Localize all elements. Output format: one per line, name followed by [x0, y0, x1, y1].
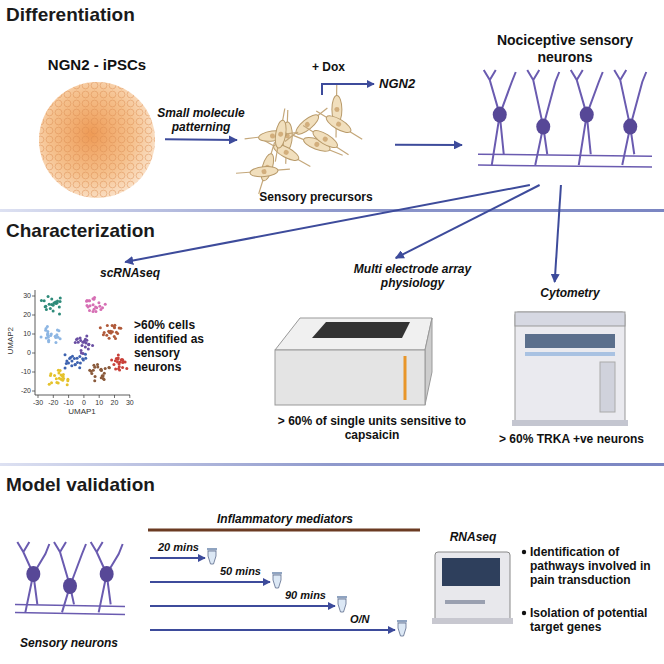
tick-label: -10: [16, 368, 31, 376]
caption-text: scRNAseq: [90, 266, 170, 280]
edge-label: Small molecule patterning: [157, 106, 245, 134]
time-label: 20 mins: [158, 541, 208, 554]
section-band: DifferentiationNGN2 - iPSCsSensory precu…: [0, 0, 664, 209]
time-label: O/N: [350, 613, 390, 626]
flow-arrow: [395, 144, 462, 146]
treatment-bar: [148, 529, 420, 532]
caption-text: >60% cells identified as sensory neurons: [134, 318, 228, 375]
caption-text: NGN2 - iPSCs: [32, 56, 162, 74]
flow-arrow: [125, 185, 530, 262]
section-heading: Differentiation: [6, 4, 306, 26]
axis-label: UMAP1: [57, 407, 107, 416]
time-label: 50 mins: [220, 565, 270, 578]
tick-label: 30: [16, 292, 31, 300]
induction-arrow: [322, 84, 374, 95]
sample-tubes: [207, 548, 407, 636]
section-divider: [0, 463, 664, 466]
neurons-drawing: [15, 542, 125, 614]
section-band: Characterization scRNAseq >60% cells ident…: [0, 212, 664, 463]
caption-text: Sensory neurons: [8, 636, 130, 650]
tick-label: 10: [16, 330, 31, 338]
neurons-drawing: [478, 70, 652, 167]
umap-plot: [32, 290, 130, 398]
mea-device: [275, 318, 432, 405]
tick-label: -20: [16, 387, 31, 395]
bullet-text: Identification of pathways involved in p…: [530, 545, 660, 587]
gene-label: NGN2: [379, 76, 429, 91]
treatment-label: Inflammatory mediators: [195, 512, 375, 526]
section-heading: Characterization: [6, 220, 306, 242]
flow-arrow: [396, 185, 540, 258]
axis-label: UMAP2: [6, 316, 15, 366]
precursor-cells-drawing: [236, 83, 366, 195]
tick-label: -10: [59, 399, 79, 407]
time-label: 90 mins: [285, 589, 335, 602]
tick-label: 0: [16, 349, 31, 357]
tick-label: -20: [43, 399, 63, 407]
caption-text: > 60% TRKA +ve neurons: [498, 432, 645, 446]
section-divider: [0, 209, 664, 212]
bullet-dot: [522, 550, 526, 554]
cytometry-panel: Cytometry > 60% TRKA +ve neurons: [495, 282, 648, 458]
bullet-dot: [522, 611, 526, 615]
precursor-cells: Sensory precursors: [237, 92, 395, 209]
cell-colony-drawing: [39, 82, 155, 198]
caption-text: Cytometry: [520, 286, 620, 300]
tick-label: 10: [89, 399, 109, 407]
caption-text: Multi electrode array physiology: [345, 262, 480, 290]
flow-arrow: [165, 138, 237, 141]
tick-label: -30: [28, 399, 48, 407]
neuron-culture: Sensory neurons: [5, 530, 133, 656]
time-arrows: [150, 558, 395, 630]
caption-text: RNAseq: [428, 530, 518, 544]
scrnaseq-panel: scRNAseq >60% cells identified as sensory…: [15, 262, 231, 420]
caption-text: Sensory precursors: [240, 190, 392, 204]
cell-colony: NGN2 - iPSCs: [29, 52, 165, 205]
bullet-text: Isolation of potential target genes: [530, 606, 660, 634]
mea-panel: Multi electrode array physiology > 60% of…: [262, 258, 483, 452]
sequencer-panel: RNAseq: [425, 526, 521, 626]
tick-label: 30: [120, 399, 140, 407]
dox-label: + Dox: [312, 60, 362, 74]
section-heading: Model validation: [6, 474, 306, 496]
cytometer: [512, 312, 628, 426]
flow-arrow: [555, 185, 561, 282]
caption-text: > 60% of single units sensitive to capsa…: [272, 414, 472, 442]
tick-label: 0: [74, 399, 94, 407]
tick-label: 20: [16, 311, 31, 319]
caption-text: Nociceptive sensory neurons: [485, 32, 645, 65]
tick-label: 20: [105, 399, 125, 407]
sequencer: [432, 552, 513, 624]
neuron-culture: Nociceptive sensory neurons: [462, 28, 656, 185]
